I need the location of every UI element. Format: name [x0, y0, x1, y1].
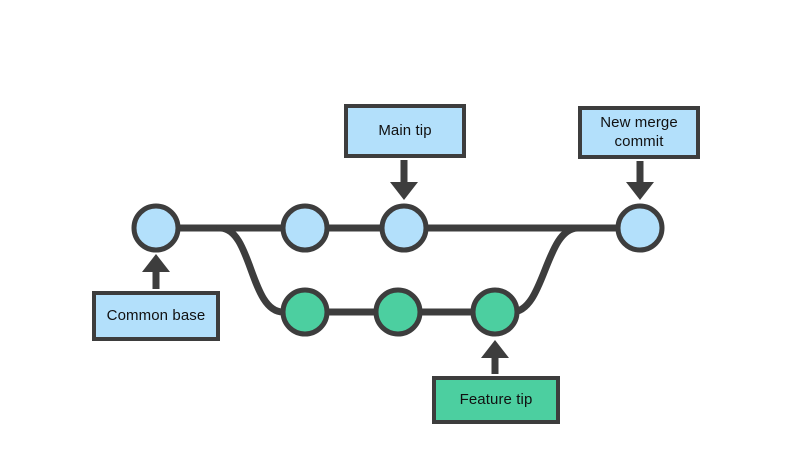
common-base-arrow-icon	[142, 254, 170, 289]
feature-tip-arrow-icon	[481, 340, 509, 374]
commit-node-feature-2[interactable]	[373, 287, 423, 337]
branch-split-curve	[216, 224, 287, 316]
new-merge-commit-arrow-icon	[626, 161, 654, 200]
commit-node-merge[interactable]	[615, 203, 665, 253]
commit-node-feature-1[interactable]	[280, 287, 330, 337]
label-text-new-merge-commit: New merge commit	[600, 113, 678, 150]
label-box-common-base[interactable]: Common base	[92, 291, 220, 341]
main-tip-arrow-icon	[390, 160, 418, 200]
commit-node-common-base[interactable]	[131, 203, 181, 253]
label-text-main-tip: Main tip	[378, 121, 432, 139]
branch-merge-curve	[508, 224, 582, 316]
label-text-common-base: Common base	[106, 306, 206, 324]
label-box-new-merge-commit[interactable]: New merge commit	[578, 106, 700, 159]
label-box-main-tip[interactable]: Main tip	[344, 104, 466, 158]
label-text-feature-tip: Feature tip	[459, 390, 533, 408]
commit-node-main-tip[interactable]	[379, 203, 429, 253]
commit-node-feature-tip[interactable]	[470, 287, 520, 337]
label-box-feature-tip[interactable]: Feature tip	[432, 376, 560, 424]
commit-node-main-1[interactable]	[280, 203, 330, 253]
